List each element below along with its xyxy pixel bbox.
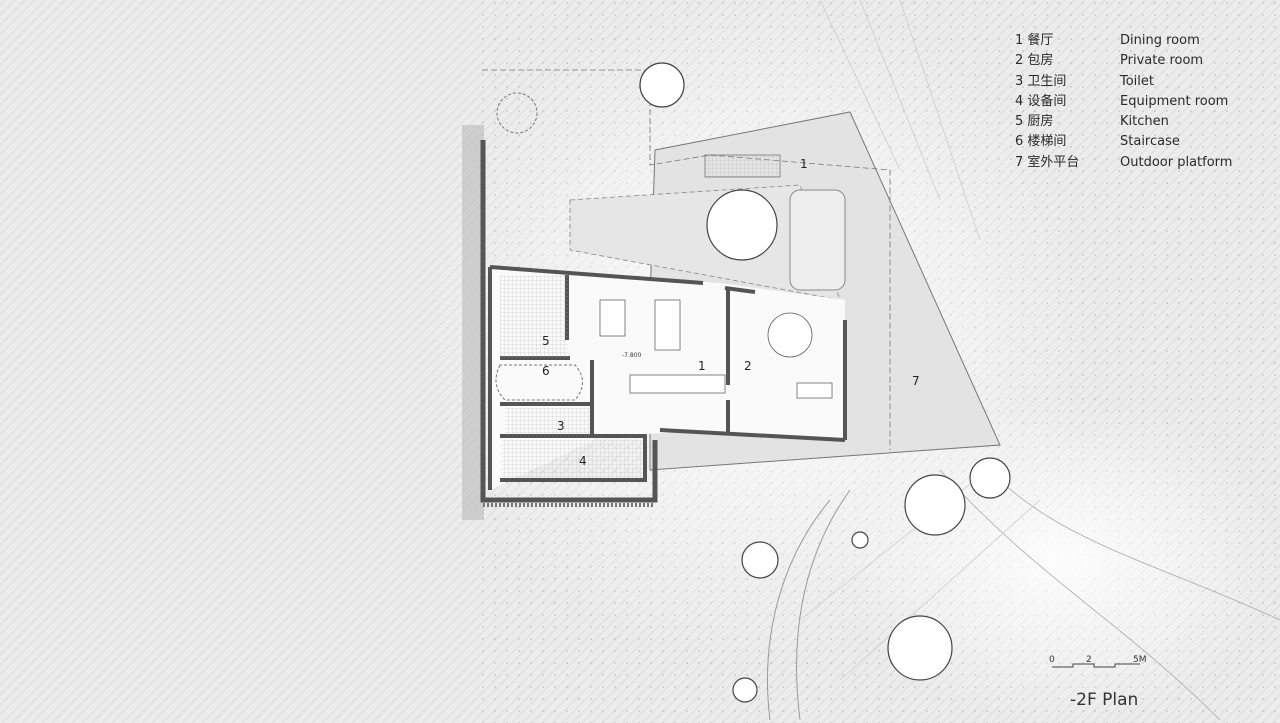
svg-text:2: 2 (1086, 655, 1092, 665)
svg-text:5M: 5M (1133, 655, 1147, 665)
svg-text:4: 4 (579, 454, 587, 468)
plan-title: -2F Plan (1070, 690, 1139, 710)
tree-icons (639, 62, 1011, 703)
svg-text:7: 7 (912, 374, 920, 388)
svg-text:5: 5 (542, 334, 550, 348)
svg-text:1: 1 (698, 359, 706, 373)
level-mark: -7.800 (622, 352, 642, 359)
svg-text:3: 3 (557, 419, 565, 433)
scale-bar: 0 2 5M (1049, 655, 1147, 668)
svg-text:0: 0 (1049, 655, 1055, 665)
svg-text:2: 2 (744, 359, 752, 373)
room-labels: 1 2 3 4 5 6 7 (542, 334, 920, 468)
svg-text:6: 6 (542, 364, 550, 378)
stair-direction-label: 1 (800, 157, 808, 171)
